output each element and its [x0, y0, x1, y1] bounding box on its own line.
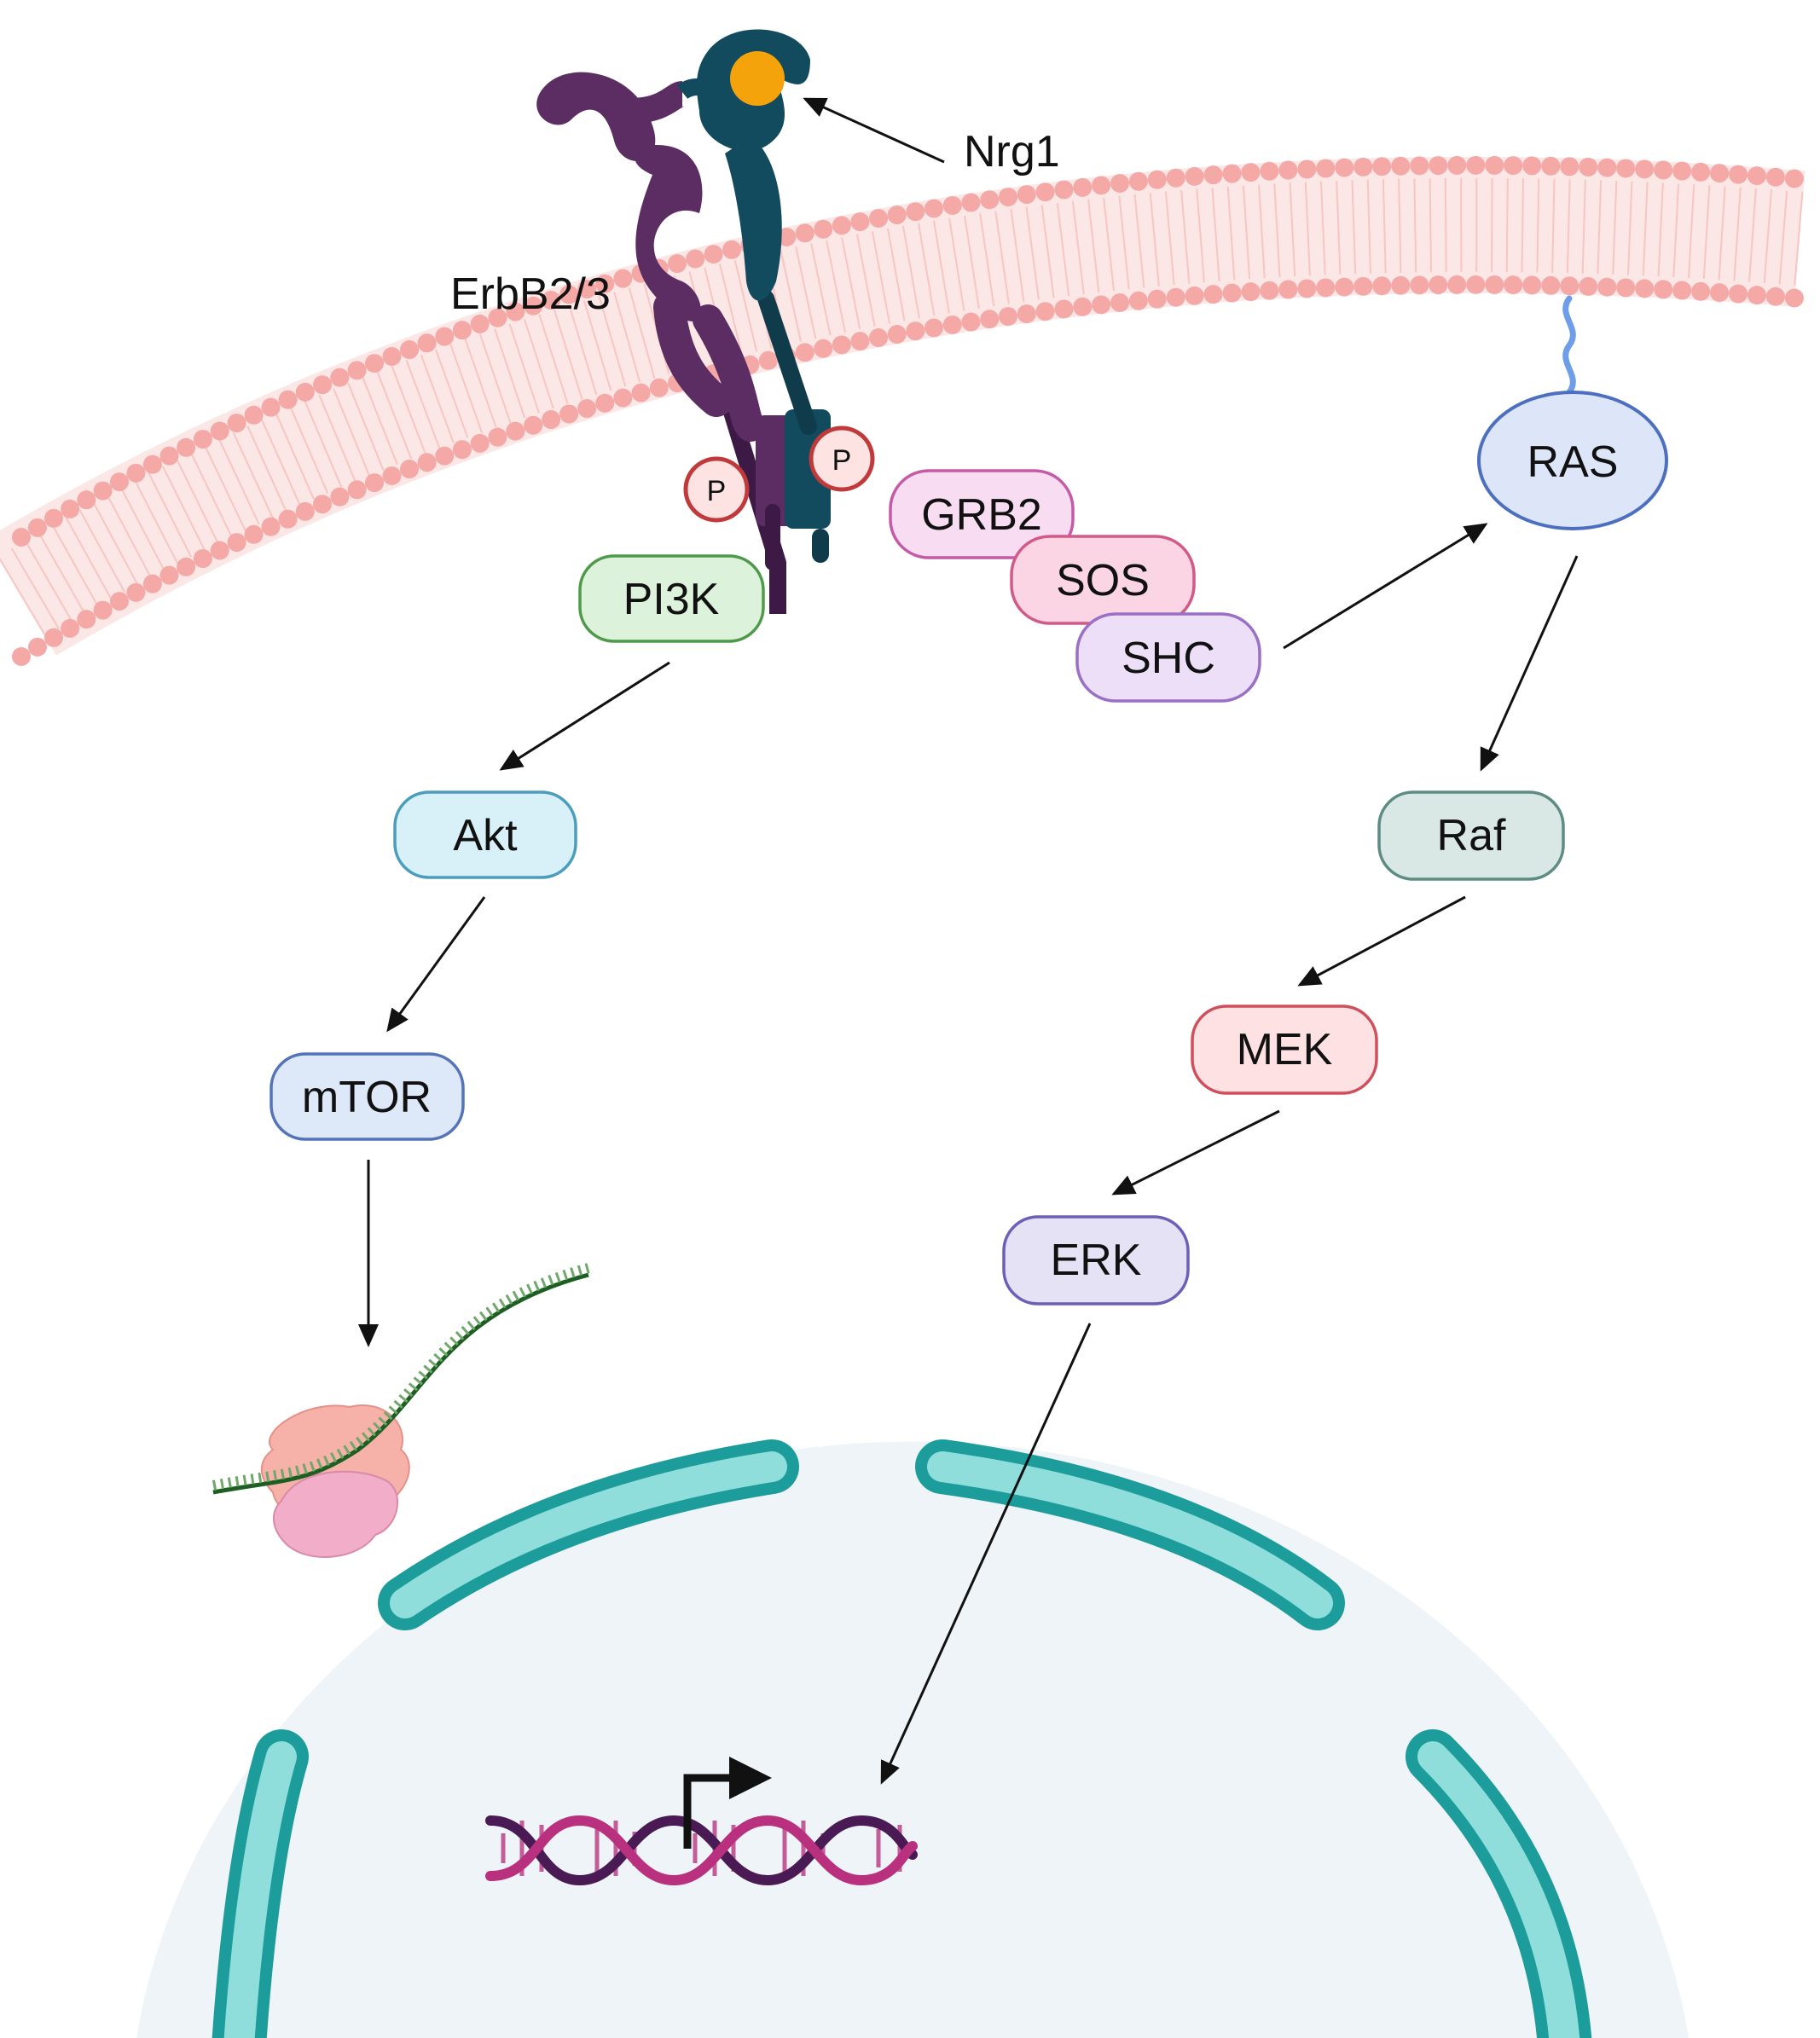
mek-node: MEK — [1191, 1005, 1378, 1095]
nrg1-label: Nrg1 — [964, 127, 1060, 177]
arrow-mek-erk — [1111, 1109, 1280, 1196]
mtor-label: mTOR — [302, 1073, 432, 1122]
akt-node: Akt — [393, 790, 577, 879]
phospho-group-left: P — [683, 456, 750, 523]
phospho-label-left: P — [707, 475, 727, 507]
arrow-nrg1-binding — [803, 97, 945, 164]
nucleus — [136, 1439, 1689, 2038]
erk-label: ERK — [1051, 1236, 1142, 1285]
nrg1-ligand — [730, 51, 785, 106]
sos-node: SOS — [1010, 535, 1196, 625]
shc-label: SHC — [1122, 634, 1215, 683]
pi3k-label: PI3K — [623, 575, 720, 624]
mek-label: MEK — [1237, 1025, 1333, 1074]
akt-label: Akt — [453, 811, 518, 860]
arrow-ras-raf — [1480, 555, 1579, 772]
raf-label: Raf — [1437, 811, 1506, 860]
ras-node: RAS — [1477, 391, 1668, 530]
promoter-arrow-icon — [683, 1757, 772, 1849]
nuclear-envelope — [212, 1439, 1592, 2038]
grb2-label: GRB2 — [921, 490, 1042, 540]
arrow-pi3k-akt — [499, 661, 670, 771]
mrna-strand — [212, 1263, 590, 1495]
ras-label: RAS — [1527, 437, 1619, 487]
arrow-akt-mtor — [386, 896, 486, 1033]
pi3k-node: PI3K — [578, 554, 765, 643]
dna-strand-b — [485, 1815, 918, 1886]
raf-node: Raf — [1377, 790, 1565, 881]
dna-strand-a — [485, 1815, 918, 1886]
arrow-raf-mek — [1297, 895, 1466, 987]
arrows — [358, 97, 1579, 1785]
erk-node: ERK — [1002, 1215, 1190, 1306]
mtor-node: mTOR — [270, 1052, 465, 1141]
phospho-label-right: P — [832, 444, 852, 477]
dna-helix — [485, 1757, 918, 1886]
grb2-node: GRB2 — [889, 469, 1075, 559]
ras-lipid-anchor — [1562, 295, 1576, 396]
sos-label: SOS — [1056, 556, 1150, 605]
shc-node: SHC — [1075, 612, 1261, 703]
cell-membrane — [0, 155, 1809, 666]
ribosome-translation — [212, 1263, 590, 1558]
phospho-group-right: P — [809, 426, 875, 492]
erbb-label: ErbB2/3 — [450, 269, 611, 319]
arrow-erk-gene — [880, 1323, 1092, 1785]
arrow-shc-ras — [1283, 523, 1488, 650]
